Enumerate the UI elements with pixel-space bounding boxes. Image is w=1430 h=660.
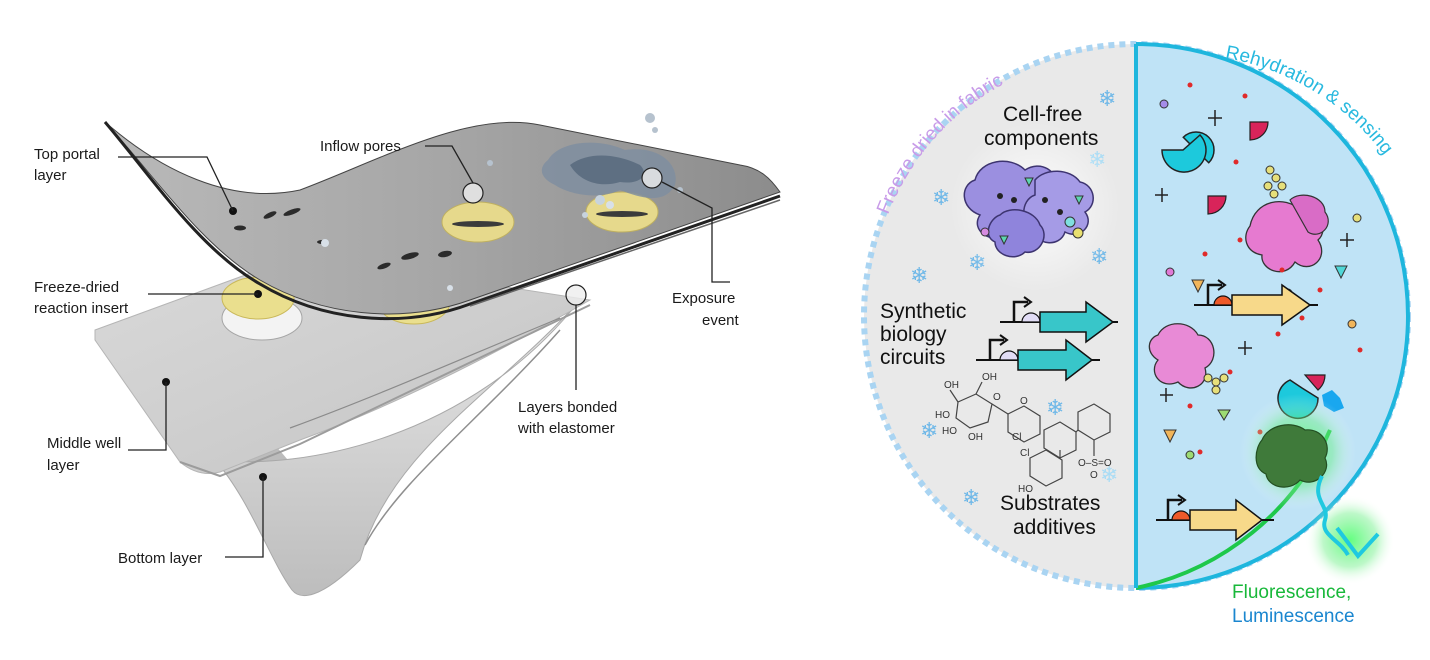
label-substrates-1: Substrates	[1000, 492, 1100, 515]
label-bonded-1: Layers bonded	[518, 399, 617, 416]
label-luminescence: Luminescence	[1232, 606, 1355, 627]
leader-lines	[118, 145, 730, 558]
gene-circuit-yellow-1	[1194, 279, 1318, 327]
middle-well-edge	[179, 304, 591, 478]
snowflake-icon: ❄	[932, 185, 950, 210]
atom-label: OH	[944, 380, 959, 391]
snowflake-icon: ❄	[1098, 86, 1116, 111]
atom-label: O	[993, 392, 1001, 403]
pore-slot-2	[596, 211, 648, 217]
label-cell-free-2: components	[984, 127, 1098, 150]
label-exposure-1: Exposure	[672, 290, 735, 307]
atom-label: Cl	[1012, 432, 1021, 443]
atom-label: O	[1090, 470, 1098, 481]
bottom-layer-edge-line	[364, 329, 561, 546]
middle-well-inner-line	[289, 317, 561, 429]
label-cell-free-1: Cell-free	[1003, 103, 1082, 126]
fluorescent-reporter	[1240, 394, 1395, 585]
label-substrates-2: additives	[1013, 516, 1096, 539]
label-bottom-layer: Bottom layer	[118, 550, 202, 567]
chemical-structure	[949, 381, 1111, 487]
atom-label: Cl	[1020, 448, 1029, 459]
atom-label: OH	[968, 432, 983, 443]
atom-label: O	[1020, 396, 1028, 407]
label-synbio-1: Synthetic	[880, 300, 966, 323]
atom-label: HO	[1018, 484, 1033, 495]
label-middle-well-2: layer	[47, 457, 80, 474]
callout-ring-exposure	[641, 167, 663, 189]
label-top-portal-2: layer	[34, 167, 67, 184]
label-fluorescence: Fluorescence,	[1232, 582, 1351, 603]
gene-circuit-yellow-2	[1156, 494, 1274, 542]
top-portal-layer-edge	[103, 121, 781, 321]
chemical-atom-labels: OH OH HO HO OH O O Cl Cl O–S=O O HO	[935, 372, 1112, 495]
snowflake-icon: ❄	[1100, 462, 1118, 487]
atom-label: HO	[942, 426, 957, 437]
snowflake-icon: ❄	[1046, 395, 1064, 420]
label-middle-well-1: Middle well	[47, 435, 121, 452]
label-freeze-dried-1: Freeze-dried	[34, 279, 119, 296]
label-inflow-pores: Inflow pores	[320, 138, 401, 155]
pore-slot-1	[452, 221, 504, 227]
label-freeze-dried-2: reaction insert	[34, 300, 129, 317]
bottom-layer-shape	[213, 299, 581, 596]
snowflake-icon: ❄	[962, 485, 980, 510]
gene-circuit-cyan-2	[976, 334, 1100, 382]
gene-circuit-cyan-1	[1000, 296, 1118, 344]
atom-label: O–S=O	[1078, 458, 1112, 469]
label-synbio-2: biology	[880, 323, 947, 346]
fabric-device-illustration: Top portal layer Inflow pores Freeze-dri…	[34, 113, 781, 596]
label-top-portal-1: Top portal	[34, 146, 100, 163]
callout-ring-inflow	[462, 182, 484, 204]
callout-ring-bonded	[565, 284, 587, 306]
label-exposure-2: event	[702, 312, 740, 329]
top-portal-layer-edge-2	[469, 199, 781, 307]
sensing-circle: Freeze dried in fabric Rehydration & sen…	[861, 41, 1411, 627]
cell-free-protein-cluster	[963, 160, 1094, 258]
atom-label: HO	[935, 410, 950, 421]
atom-label: OH	[982, 372, 997, 383]
snowflake-icon: ❄	[910, 263, 928, 288]
label-synbio-3: circuits	[880, 346, 945, 369]
snowflake-icon: ❄	[920, 418, 938, 443]
label-bonded-2: with elastomer	[517, 420, 615, 437]
water-splash	[321, 113, 683, 291]
